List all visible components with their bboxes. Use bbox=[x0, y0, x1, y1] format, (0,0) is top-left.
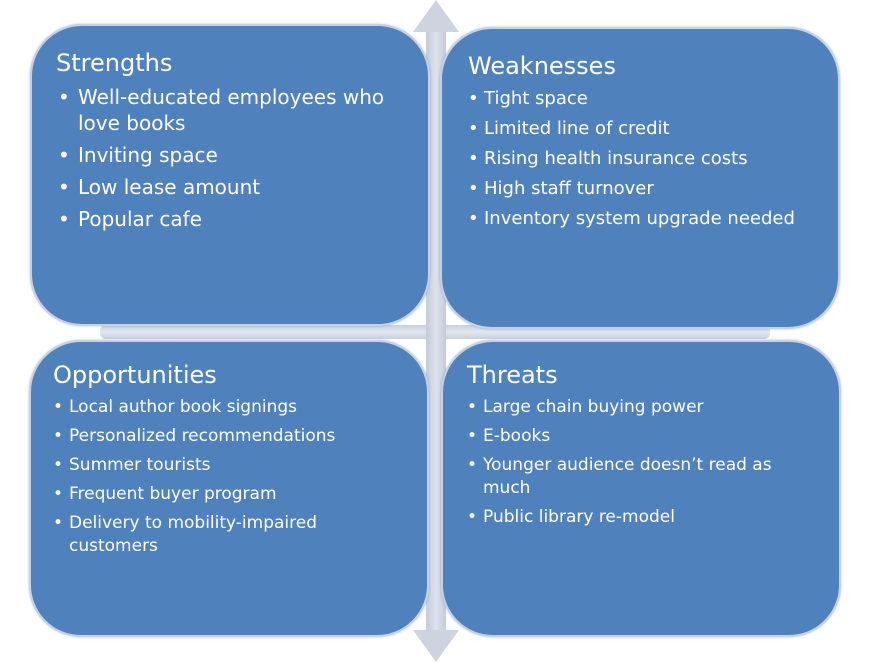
strengths-quadrant: Strengths Well-educated employees who lo… bbox=[30, 24, 430, 326]
list-item: Public library re-model bbox=[467, 506, 819, 529]
list-item: Younger audience doesn’t read as much bbox=[467, 454, 819, 500]
list-item: Local author book signings bbox=[53, 396, 407, 419]
list-item: E-books bbox=[467, 425, 819, 448]
threats-title: Threats bbox=[467, 361, 558, 389]
strengths-list: Well-educated employees who love books I… bbox=[56, 84, 404, 232]
weaknesses-quadrant: Weaknesses Tight space Limited line of c… bbox=[440, 27, 840, 329]
list-item: High staff turnover bbox=[468, 177, 814, 201]
list-item: Popular cafe bbox=[56, 206, 404, 232]
threats-quadrant: Threats Large chain buying power E-books… bbox=[441, 340, 841, 637]
opportunities-quadrant: Opportunities Local author book signings… bbox=[29, 340, 429, 637]
opportunities-list: Local author book signings Personalized … bbox=[53, 396, 407, 558]
strengths-title: Strengths bbox=[56, 49, 173, 77]
arrow-up-icon bbox=[413, 0, 459, 32]
threats-list: Large chain buying power E-books Younger… bbox=[467, 396, 819, 529]
list-item: Low lease amount bbox=[56, 174, 404, 200]
arrow-down-icon bbox=[413, 630, 459, 662]
list-item: Inviting space bbox=[56, 142, 404, 168]
weaknesses-title: Weaknesses bbox=[468, 52, 616, 80]
list-item: Delivery to mobility-impaired customers bbox=[53, 512, 407, 558]
opportunities-title: Opportunities bbox=[53, 361, 217, 389]
list-item: Limited line of credit bbox=[468, 117, 814, 141]
list-item: Well-educated employees who love books bbox=[56, 84, 404, 136]
list-item: Tight space bbox=[468, 87, 814, 111]
list-item: Rising health insurance costs bbox=[468, 147, 814, 171]
list-item: Personalized recommendations bbox=[53, 425, 407, 448]
list-item: Large chain buying power bbox=[467, 396, 819, 419]
weaknesses-list: Tight space Limited line of credit Risin… bbox=[468, 87, 814, 231]
list-item: Frequent buyer program bbox=[53, 483, 407, 506]
list-item: Inventory system upgrade needed bbox=[468, 207, 814, 231]
list-item: Summer tourists bbox=[53, 454, 407, 477]
